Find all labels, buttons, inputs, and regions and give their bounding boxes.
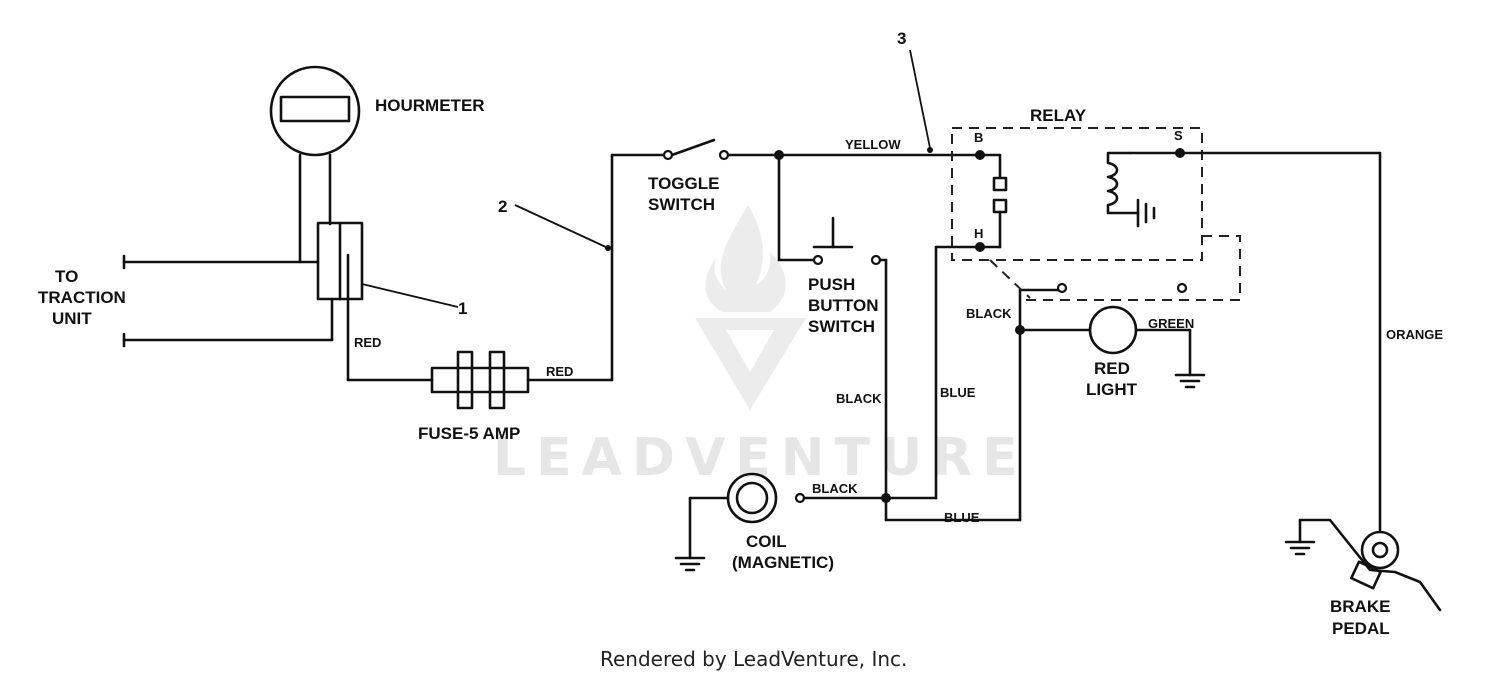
svg-text:TO: TO [55, 267, 78, 286]
toggle-switch [662, 138, 730, 161]
coil-label-1: COIL [746, 532, 787, 551]
wire-label-blue-bottom: BLUE [944, 510, 980, 525]
fuse-5-amp [430, 350, 530, 410]
push-button-label-2: BUTTON [808, 296, 879, 315]
footer-credit: Rendered by LeadVenture, Inc. [600, 647, 907, 671]
wire-label-red-2: RED [546, 364, 573, 379]
red-light-label-1: RED [1094, 359, 1130, 378]
red-light-label-2: LIGHT [1086, 380, 1138, 399]
relay-terminal-s: S [1174, 128, 1183, 143]
push-button-switch [812, 216, 882, 266]
svg-text:TRACTION: TRACTION [38, 288, 126, 307]
relay: RELAY B H S [951, 106, 1241, 301]
red-light [1088, 305, 1138, 355]
watermark: LEADVENTURE [493, 205, 1028, 488]
relay-label: RELAY [1030, 106, 1087, 125]
ground-symbol-light [1174, 373, 1206, 389]
brake-pedal-label-2: PEDAL [1332, 619, 1390, 638]
push-button-label-3: SWITCH [808, 317, 875, 336]
wire-label-black-coil: BLACK [812, 481, 858, 496]
traction-unit-label: TO TRACTION UNIT [38, 267, 126, 328]
toggle-switch-label-1: TOGGLE [648, 174, 719, 193]
callout-2: 2 [498, 197, 507, 216]
wire-label-orange: ORANGE [1386, 327, 1443, 342]
brake-pedal-switch [1284, 518, 1442, 612]
wire-label-red-1: RED [354, 335, 381, 350]
callout-1: 1 [458, 299, 467, 318]
hourmeter: HOURMETER [269, 65, 485, 157]
push-button-label-1: PUSH [808, 275, 855, 294]
ground-symbol-coil [674, 556, 706, 572]
fuse-label: FUSE-5 AMP [418, 424, 520, 443]
wire-label-yellow: YELLOW [845, 137, 901, 152]
wire-label-black-push: BLACK [836, 391, 882, 406]
hourmeter-display [279, 95, 351, 123]
wire-label-green: GREEN [1148, 316, 1194, 331]
relay-terminal-h: H [974, 226, 983, 241]
watermark-text: LEADVENTURE [493, 428, 1028, 488]
wire-label-blue-vertical: BLUE [940, 385, 976, 400]
brake-pedal-label-1: BRAKE [1330, 597, 1390, 616]
leadventure-v-logo [695, 318, 806, 410]
callout-3: 3 [897, 29, 906, 48]
wire-label-black-relay: BLACK [966, 306, 1012, 321]
hourmeter-label: HOURMETER [375, 96, 485, 115]
relay-terminal-b: B [974, 130, 983, 145]
hourmeter-gauge [269, 65, 361, 157]
svg-text:UNIT: UNIT [52, 309, 92, 328]
coil-label-2: (MAGNETIC) [732, 553, 834, 572]
leadventure-flame-logo [705, 205, 786, 312]
toggle-switch-label-2: SWITCH [648, 195, 715, 214]
